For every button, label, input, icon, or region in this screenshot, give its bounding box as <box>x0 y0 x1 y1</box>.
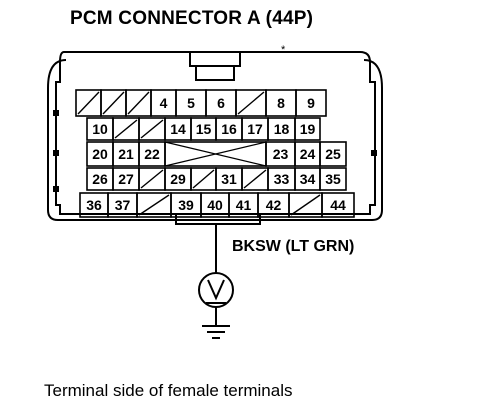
connector-side-pins <box>53 110 377 192</box>
wire-label: BKSW (LT GRN) <box>232 238 355 255</box>
terminal-unused <box>112 117 140 141</box>
terminal-cell <box>295 89 327 117</box>
terminal-number: 18 <box>274 121 290 137</box>
unused-slash <box>114 119 138 139</box>
terminal-33: 33 <box>267 167 296 191</box>
terminal-number: 35 <box>325 171 341 187</box>
terminal-number: 22 <box>144 146 160 162</box>
terminal-number: 37 <box>115 197 131 213</box>
ground-icon <box>202 325 230 339</box>
terminal-number: 24 <box>300 146 316 162</box>
terminal-number: 8 <box>277 95 285 111</box>
terminal-23: 23 <box>265 141 296 167</box>
terminal-15: 15 <box>190 117 217 141</box>
terminal-number: 17 <box>247 121 263 137</box>
terminal-18: 18 <box>267 117 296 141</box>
terminal-number: 40 <box>207 197 223 213</box>
unused-slash <box>140 169 164 189</box>
terminal-29: 29 <box>164 167 192 191</box>
terminal-number: 41 <box>236 197 252 213</box>
terminal-number: 19 <box>300 121 316 137</box>
terminal-unused <box>190 167 217 191</box>
connector-latch <box>189 52 241 81</box>
terminal-24: 24 <box>294 141 321 167</box>
terminal-number: 33 <box>274 171 290 187</box>
terminal-cell <box>321 192 355 218</box>
terminal-cell <box>319 167 347 191</box>
terminal-9: 9 <box>295 89 327 117</box>
terminal-unused <box>241 167 269 191</box>
terminal-number: 23 <box>273 146 289 162</box>
voltmeter-icon <box>198 272 234 308</box>
terminal-21: 21 <box>112 141 140 167</box>
terminal-unused <box>138 167 166 191</box>
terminal-number: 26 <box>92 171 108 187</box>
unused-slash <box>243 169 267 189</box>
terminal-34: 34 <box>294 167 321 191</box>
terminal-number: 20 <box>92 146 108 162</box>
connector-title: PCM CONNECTOR A (44P) <box>70 8 314 29</box>
unused-slash <box>102 91 125 115</box>
terminal-20: 20 <box>86 141 114 167</box>
terminal-number: 10 <box>92 121 108 137</box>
terminal-19: 19 <box>294 117 321 141</box>
terminal-number: 5 <box>187 95 195 111</box>
gap-cross <box>164 141 267 167</box>
terminal-6: 6 <box>205 89 237 117</box>
terminal-27: 27 <box>112 167 140 191</box>
unused-slash <box>138 194 170 216</box>
terminal-number: 39 <box>178 197 194 213</box>
unused-slash <box>77 91 100 115</box>
terminal-number: 31 <box>221 171 237 187</box>
unused-slash <box>237 91 265 115</box>
position-marker: * <box>281 44 286 56</box>
terminal-number: 42 <box>266 197 282 213</box>
connector-housing <box>47 51 383 221</box>
unused-slash <box>192 169 215 189</box>
unused-slash <box>290 194 321 216</box>
terminal-unused <box>100 89 127 117</box>
terminal-25: 25 <box>319 141 347 167</box>
terminal-number: 16 <box>221 121 237 137</box>
terminal-31: 31 <box>215 167 243 191</box>
terminal-number: 15 <box>196 121 212 137</box>
terminal-8: 8 <box>265 89 297 117</box>
terminal-number: 21 <box>118 146 134 162</box>
terminal-number: 14 <box>170 121 186 137</box>
terminal-4: 4 <box>150 89 177 117</box>
terminal-10: 10 <box>86 117 114 141</box>
terminal-44: 44 <box>321 192 355 218</box>
terminal-number: 34 <box>300 171 316 187</box>
terminal-5: 5 <box>175 89 207 117</box>
terminal-unused <box>75 89 102 117</box>
terminal-unused <box>138 117 166 141</box>
terminal-35: 35 <box>319 167 347 191</box>
terminal-number: 29 <box>170 171 186 187</box>
terminal-number: 6 <box>217 95 225 111</box>
terminal-number: 27 <box>118 171 134 187</box>
diagram-caption: Terminal side of female terminals <box>44 381 293 400</box>
terminal-unused <box>235 89 267 117</box>
terminal-26: 26 <box>86 167 114 191</box>
unused-slash <box>140 119 164 139</box>
terminal-17: 17 <box>241 117 269 141</box>
terminal-gap <box>164 141 267 167</box>
connector-bottom-key <box>175 214 261 225</box>
terminal-number: 25 <box>325 146 341 162</box>
terminal-number: 44 <box>330 197 346 213</box>
terminal-number: 4 <box>160 95 168 111</box>
terminal-number: 36 <box>86 197 102 213</box>
terminal-unused <box>125 89 152 117</box>
terminal-16: 16 <box>215 117 243 141</box>
terminal-number: 9 <box>307 95 315 111</box>
terminal-cell <box>319 141 347 167</box>
unused-slash <box>127 91 150 115</box>
terminal-cell <box>294 117 321 141</box>
terminal-14: 14 <box>164 117 192 141</box>
terminal-22: 22 <box>138 141 166 167</box>
terminal-grid: 4 5 6 8 9 10 14 15 16 17 18 19 20 21 22 23 24 25 26 27 29 31 3… <box>75 89 355 218</box>
